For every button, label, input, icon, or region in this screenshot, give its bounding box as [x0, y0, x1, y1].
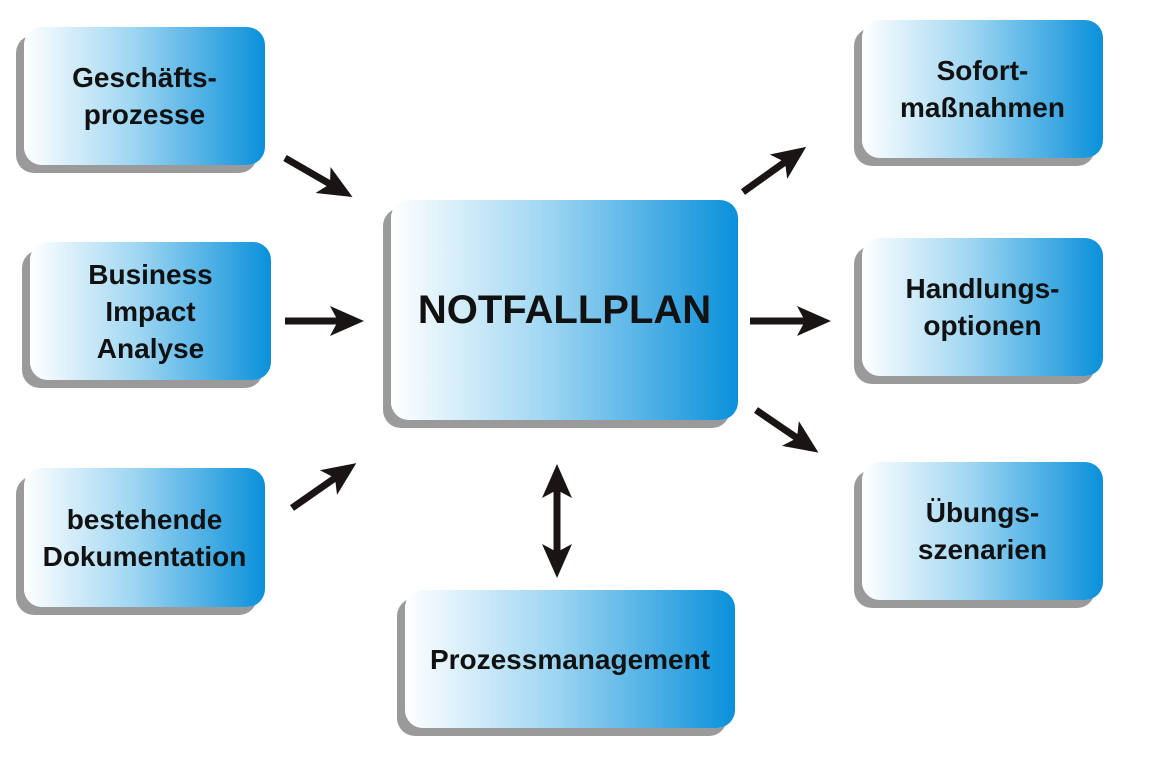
node-label: Übungs- szenarien — [917, 497, 1048, 565]
node-label: Geschäfts- prozesse — [72, 62, 217, 130]
node-prozessmanagement: Prozessmanagement — [405, 590, 735, 728]
node-label: Handlungs- optionen — [905, 273, 1060, 341]
node-handlungsoptionen: Handlungs- optionen — [862, 238, 1103, 376]
node-label: bestehende Dokumentation — [42, 503, 247, 572]
node-geschaeftsprozesse: Geschäfts- prozesse — [24, 27, 265, 165]
node-label: Business Impact Analyse — [88, 258, 213, 364]
node-notfallplan: NOTFALLPLAN — [391, 200, 738, 420]
arrow-dokumentation-to-center — [289, 463, 357, 511]
node-label: NOTFALLPLAN — [417, 287, 712, 332]
node-uebungsszenarien: Übungs- szenarien — [862, 462, 1103, 600]
node-business-impact-analyse: Business Impact Analyse — [30, 242, 271, 380]
arrow-center-to-sofortmassnahmen — [740, 146, 807, 195]
node-label: Prozessmanagement — [429, 643, 711, 675]
node-label: Sofort- maßnahmen — [900, 55, 1065, 123]
arrow-center-to-uebungsszenarien — [754, 407, 819, 453]
node-bestehende-dokumentation: bestehende Dokumentation — [24, 468, 265, 607]
node-sofortmassnahmen: Sofort- maßnahmen — [862, 20, 1103, 158]
arrow-geschaeftsprozesse-to-center — [283, 154, 353, 198]
